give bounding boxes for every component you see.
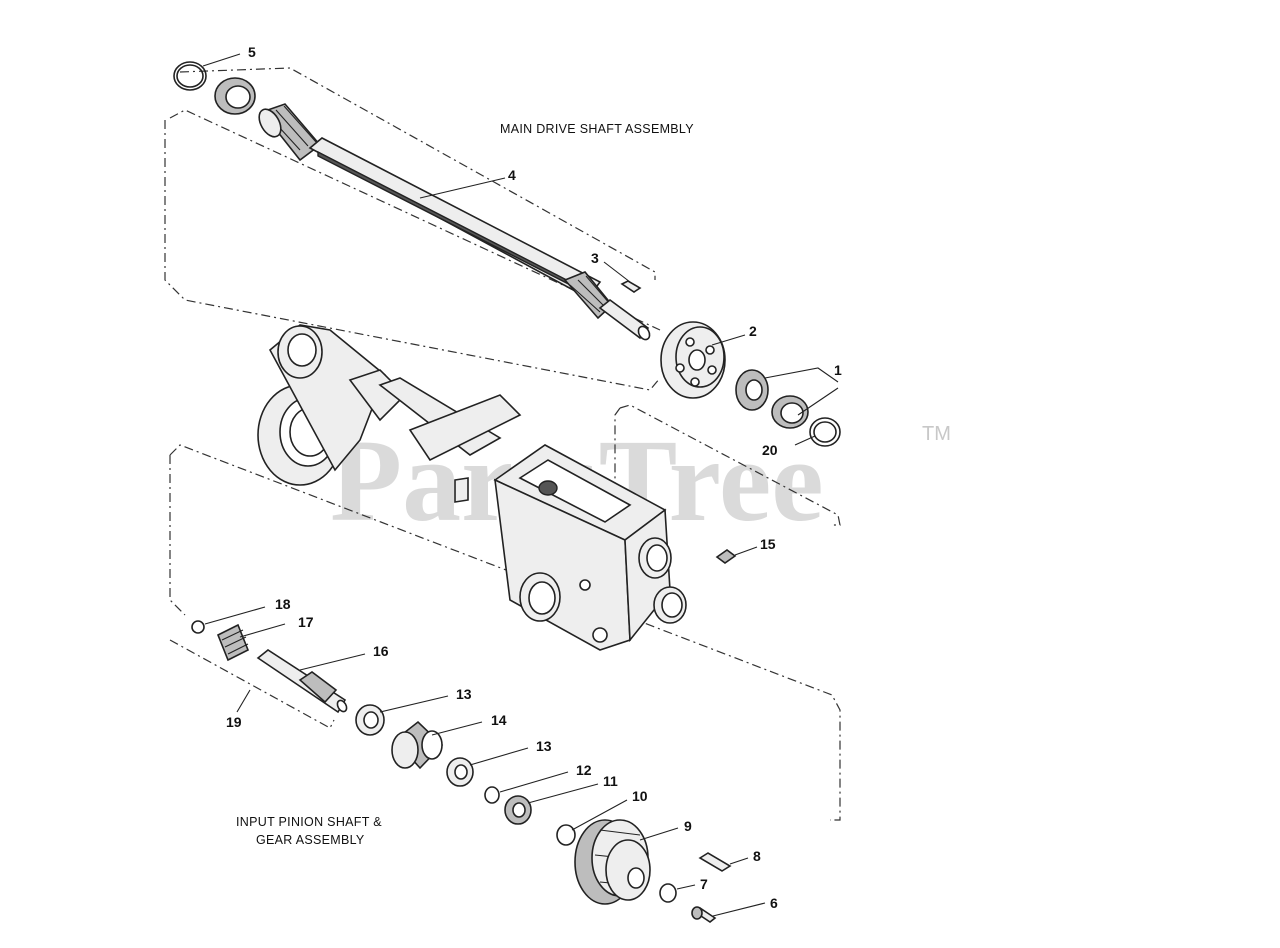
- part-9-pulley[interactable]: [574, 819, 651, 905]
- callout-11[interactable]: 11: [603, 773, 618, 789]
- callout-12[interactable]: 12: [576, 762, 592, 778]
- callout-18[interactable]: 18: [275, 596, 291, 612]
- input-pinion-boundary: [169, 444, 841, 821]
- leader-lines: [202, 53, 839, 917]
- transmission-housing[interactable]: [257, 324, 687, 651]
- part-1-bearing[interactable]: [735, 369, 809, 429]
- callout-17[interactable]: 17: [298, 614, 314, 630]
- part-3-key[interactable]: [620, 280, 642, 293]
- callout-4[interactable]: 4: [508, 167, 516, 183]
- callout-7[interactable]: 7: [700, 876, 708, 892]
- part-14-bushing[interactable]: [391, 720, 444, 770]
- part-16-input-pinion-shaft[interactable]: [256, 649, 348, 714]
- part-18-retaining-ring[interactable]: [191, 620, 205, 634]
- input-pinion-assembly-label-line1: INPUT PINION SHAFT &: [236, 815, 382, 829]
- part-17-pinion-gear[interactable]: [216, 623, 250, 662]
- part-12-snap-ring[interactable]: [484, 786, 500, 804]
- watermark-tm: TM: [922, 423, 951, 445]
- callout-8[interactable]: 8: [753, 848, 761, 864]
- part-20-snap-ring[interactable]: [809, 417, 841, 447]
- callout-3[interactable]: 3: [591, 250, 599, 266]
- part-5-snap-ring[interactable]: [173, 61, 207, 91]
- callout-10[interactable]: 10: [632, 788, 648, 804]
- part-7-washer[interactable]: [659, 883, 677, 903]
- part-4-main-drive-shaft[interactable]: [255, 103, 652, 342]
- input-pinion-assembly-label-line2: GEAR ASSEMBLY: [256, 833, 365, 847]
- part-10-washer[interactable]: [556, 824, 576, 846]
- bearing-cup-top[interactable]: [214, 77, 256, 115]
- part-15-set-screw[interactable]: [715, 549, 737, 564]
- callout-1[interactable]: 1: [834, 362, 842, 378]
- main-drive-assembly-label: MAIN DRIVE SHAFT ASSEMBLY: [500, 122, 694, 136]
- callout-13-upper[interactable]: 13: [456, 686, 472, 702]
- callout-14[interactable]: 14: [491, 712, 507, 728]
- callout-20[interactable]: 20: [762, 442, 778, 458]
- callout-19[interactable]: 19: [226, 714, 242, 730]
- callout-6[interactable]: 6: [770, 895, 778, 911]
- callout-15[interactable]: 15: [760, 536, 776, 552]
- callout-9[interactable]: 9: [684, 818, 692, 834]
- callout-13-lower[interactable]: 13: [536, 738, 552, 754]
- part-13-washer-upper[interactable]: [355, 704, 385, 736]
- callout-16[interactable]: 16: [373, 643, 389, 659]
- callout-5[interactable]: 5: [248, 44, 256, 60]
- part-6-bolt[interactable]: [691, 906, 717, 923]
- part-8-key[interactable]: [698, 852, 732, 872]
- part-11-bearing[interactable]: [504, 795, 532, 825]
- callout-2[interactable]: 2: [749, 323, 757, 339]
- main-drive-boundary: [164, 67, 661, 391]
- part-2-spur-gear[interactable]: [660, 321, 726, 399]
- part-13-washer-lower[interactable]: [446, 757, 474, 787]
